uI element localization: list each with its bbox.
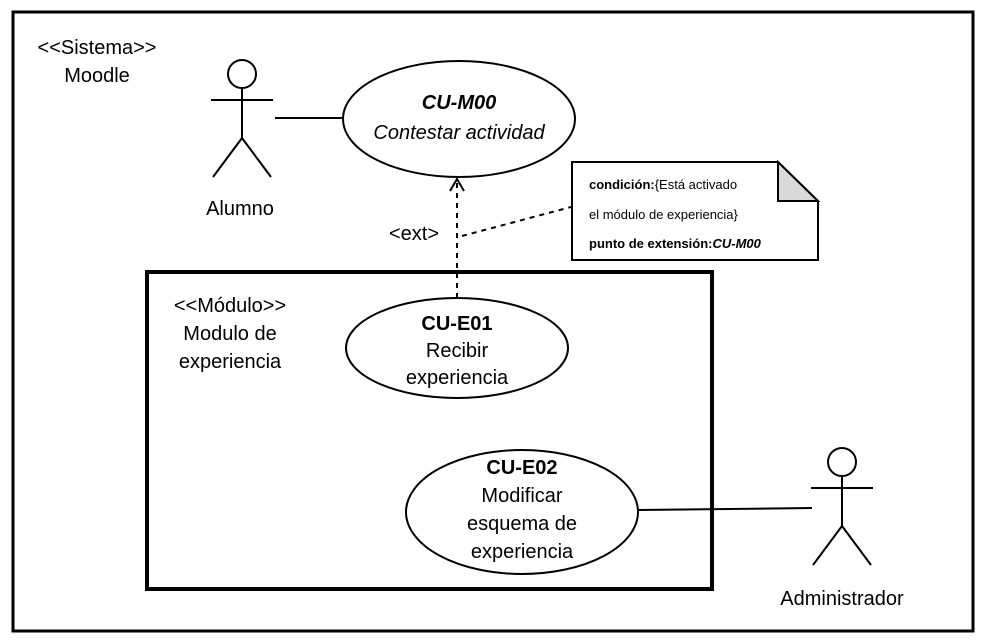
module-name-line2: experiencia — [179, 351, 282, 373]
note-condition-text-1: {Está activado — [655, 177, 737, 192]
note-condition-line1: condición:{Está activado — [589, 177, 737, 192]
association-cu-e02-administrador[interactable] — [637, 507, 813, 511]
constraint-note[interactable]: condición:{Está activado el módulo de ex… — [571, 159, 821, 261]
note-extension-point-line: punto de extensión:CU-M00 — [589, 236, 762, 251]
use-case-cu-e01-ellipse — [345, 297, 569, 399]
note-condition-line2: el módulo de experiencia} — [589, 207, 739, 222]
system-name: Moodle — [64, 65, 130, 87]
extend-arrowhead — [449, 177, 465, 192]
module-boundary — [145, 270, 714, 591]
use-case-cu-m00-code: CU-M00 — [422, 92, 496, 114]
use-case-cu-e01-name-line2: experiencia — [406, 367, 509, 389]
actor-alumno-leg-right — [241, 137, 272, 178]
actor-alumno-label: Alumno — [206, 198, 274, 220]
actor-alumno-head — [227, 59, 257, 89]
actor-administrador-leg-left — [812, 525, 843, 566]
use-case-cu-e02-name-line3: experiencia — [471, 541, 574, 563]
actor-administrador-leg-right — [841, 525, 872, 566]
module-name-line1: Modulo de — [183, 323, 276, 345]
use-case-cu-m00-ellipse — [342, 60, 576, 178]
extend-label: <ext> — [389, 223, 439, 245]
use-case-cu-m00-name: Contestar actividad — [373, 122, 545, 144]
actor-administrador-head — [827, 447, 857, 477]
note-condition-label: condición: — [589, 177, 655, 192]
use-case-cu-m00[interactable]: CU-M00 Contestar actividad — [342, 60, 576, 178]
use-case-cu-e01-name-line1: Recibir — [426, 340, 489, 362]
module-stereotype: <<Módulo>> — [174, 295, 286, 317]
actor-alumno-leg-left — [212, 137, 243, 178]
use-case-cu-e02-name-line1: Modificar — [481, 485, 562, 507]
note-extension-point-label: punto de extensión: — [589, 236, 713, 251]
actor-alumno[interactable] — [211, 59, 273, 178]
note-connector — [461, 206, 572, 237]
use-case-cu-e01-code: CU-E01 — [421, 313, 492, 335]
use-case-cu-e02-code: CU-E02 — [486, 457, 557, 479]
note-fold — [777, 159, 821, 202]
note-extension-point-value: CU-M00 — [713, 236, 762, 251]
note-shape — [571, 161, 819, 261]
use-case-cu-e01[interactable]: CU-E01 Recibir experiencia — [345, 297, 569, 399]
use-case-cu-e02-name-line2: esquema de — [467, 513, 577, 535]
actor-administrador[interactable] — [811, 447, 873, 566]
actor-administrador-label: Administrador — [780, 588, 904, 610]
extend-relation[interactable] — [449, 177, 465, 298]
use-case-cu-e02[interactable]: CU-E02 Modificar esquema de experiencia — [405, 449, 639, 575]
system-stereotype: <<Sistema>> — [38, 37, 157, 59]
use-case-cu-e02-ellipse — [405, 449, 639, 575]
